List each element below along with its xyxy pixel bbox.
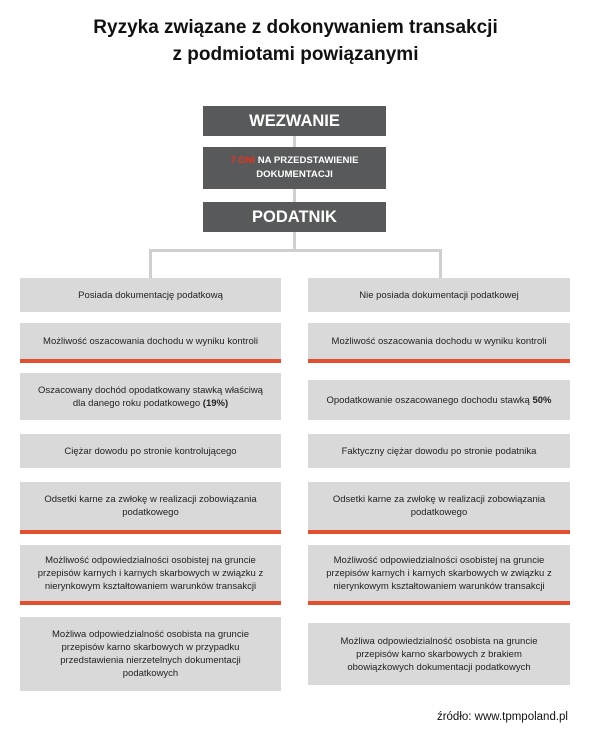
left-box-1-text: Posiada dokumentację podatkową: [78, 289, 223, 301]
deadline-note: 7 DNI NA PRZEDSTAWIENIE DOKUMENTACJI: [203, 147, 386, 189]
left-box-6-line2: przepisów karnych i karnych skarbowych w…: [37, 567, 264, 579]
left-box-personal-liability: Możliwość odpowiedzialności osobistej na…: [20, 545, 281, 605]
title-line-2: z podmiotami powiązanymi: [172, 44, 419, 65]
left-box-burden-of-proof: Ciężar dowodu po stronie kontrolującego: [20, 434, 281, 468]
left-box-5-line2: podatkowego: [122, 507, 179, 518]
standard-rate-value: (19%): [202, 397, 229, 409]
right-box-1-text: Nie posiada dokumentacji podatkowej: [359, 289, 519, 301]
right-box-6-line2: przepisów karnych i karnych skarbowych w…: [326, 567, 552, 579]
right-box-7-line1: Możliwa odpowiedzialność osobista na gru…: [340, 635, 538, 647]
connector-right-branch: [439, 249, 442, 278]
left-box-7-line4: podatkowych: [122, 668, 179, 679]
right-box-6-line1: Możliwość odpowiedzialności osobistej na…: [333, 554, 545, 566]
right-box-4-text: Faktyczny ciężar dowodu po stronie podat…: [341, 445, 537, 457]
connector-horizontal: [149, 249, 442, 252]
left-box-7-line1: Możliwa odpowiedzialność osobista na gru…: [52, 629, 249, 640]
left-box-standard-rate: Oszacowany dochód opodatkowany stawką wł…: [20, 373, 281, 420]
right-box-fiscal-liability: Możliwa odpowiedzialność osobista na gru…: [308, 623, 570, 685]
right-box-7-text: Możliwa odpowiedzialność osobista na gru…: [341, 635, 538, 674]
left-box-2-text: Możliwość oszacowania dochodu w wyniku k…: [43, 335, 258, 347]
left-box-3-line1: Oszacowany dochód opodatkowany stawką wł…: [38, 384, 263, 396]
right-box-2-text: Możliwość oszacowania dochodu w wyniku k…: [331, 335, 547, 347]
page-title: Ryzyka związane z dokonywaniem transakcj…: [0, 14, 591, 68]
wezwanie-header: WEZWANIE: [203, 106, 386, 136]
right-box-7-line2: przepisów karno skarbowych z brakiem: [356, 648, 522, 660]
left-box-7-text: Możliwa odpowiedzialność osobista na gru…: [52, 628, 249, 680]
connector-podatnik-split: [293, 232, 296, 251]
left-box-6-line1: Możliwość odpowiedzialności osobistej na…: [45, 554, 256, 566]
left-box-3-line2: dla danego roku podatkowego: [72, 397, 203, 409]
right-box-3-text: Opodatkowanie oszacowanego dochodu stawk…: [327, 394, 552, 407]
left-box-3-text: Oszacowany dochód opodatkowany stawką wł…: [38, 384, 263, 410]
deadline-text: NA PRZEDSTAWIENIE: [255, 155, 359, 166]
right-box-5-line2: podatkowego: [410, 507, 468, 518]
right-box-6-text: Możliwość odpowiedzialności osobistej na…: [326, 554, 551, 593]
left-box-6-text: Możliwość odpowiedzialności osobistej na…: [38, 554, 263, 593]
left-box-estimation-possible: Możliwość oszacowania dochodu w wyniku k…: [20, 323, 281, 363]
source-credit: źródło: www.tpmpoland.pl: [436, 711, 568, 723]
title-line-1: Ryzyka związane z dokonywaniem transakcj…: [93, 17, 498, 38]
left-box-fiscal-liability: Możliwa odpowiedzialność osobista na gru…: [20, 617, 281, 691]
right-box-burden-of-proof: Faktyczny ciężar dowodu po stronie podat…: [308, 434, 570, 468]
connector-left-branch: [149, 249, 152, 278]
left-box-penalty-interest: Odsetki karne za zwłokę w realizacji zob…: [20, 482, 281, 534]
connector-wezwanie-note: [293, 136, 296, 147]
right-box-estimation-possible: Możliwość oszacowania dochodu w wyniku k…: [308, 323, 570, 363]
right-box-penalty-rate: Opodatkowanie oszacowanego dochodu stawk…: [308, 380, 570, 420]
right-box-5-text: Odsetki karne za zwłokę w realizacji zob…: [333, 493, 545, 519]
connector-note-podatnik: [293, 189, 296, 202]
right-box-no-documentation: Nie posiada dokumentacji podatkowej: [308, 278, 570, 312]
deadline-text-line2: DOKUMENTACJI: [256, 169, 333, 180]
right-box-7-line3: obowiązkowych dokumentacji podatkowych: [347, 661, 531, 673]
left-box-7-line2: przepisów karno skarbowych w przypadku: [61, 642, 240, 653]
right-box-5-line1: Odsetki karne za zwłokę w realizacji zob…: [332, 494, 546, 505]
left-box-7-line3: przedstawienia nierzetelnych dokumentacj…: [60, 655, 241, 666]
left-box-5-line1: Odsetki karne za zwłokę w realizacji zob…: [44, 494, 257, 505]
right-box-penalty-interest: Odsetki karne za zwłokę w realizacji zob…: [308, 482, 570, 534]
left-box-5-text: Odsetki karne za zwłokę w realizacji zob…: [44, 493, 256, 519]
left-box-4-text: Ciężar dowodu po stronie kontrolującego: [64, 445, 237, 457]
deadline-days: 7 DNI: [230, 155, 256, 166]
left-box-has-documentation: Posiada dokumentację podatkową: [20, 278, 281, 312]
right-box-personal-liability: Możliwość odpowiedzialności osobistej na…: [308, 545, 570, 605]
right-box-6-line3: nierynkowym kształtowaniem warunków tran…: [333, 580, 545, 592]
left-box-6-line3: nierynkowym kształtowaniem warunków tran…: [44, 580, 257, 592]
podatnik-header: PODATNIK: [203, 202, 386, 232]
penalty-rate-value: 50%: [532, 394, 552, 406]
right-box-3-line1: Opodatkowanie oszacowanego dochodu stawk…: [326, 394, 533, 406]
